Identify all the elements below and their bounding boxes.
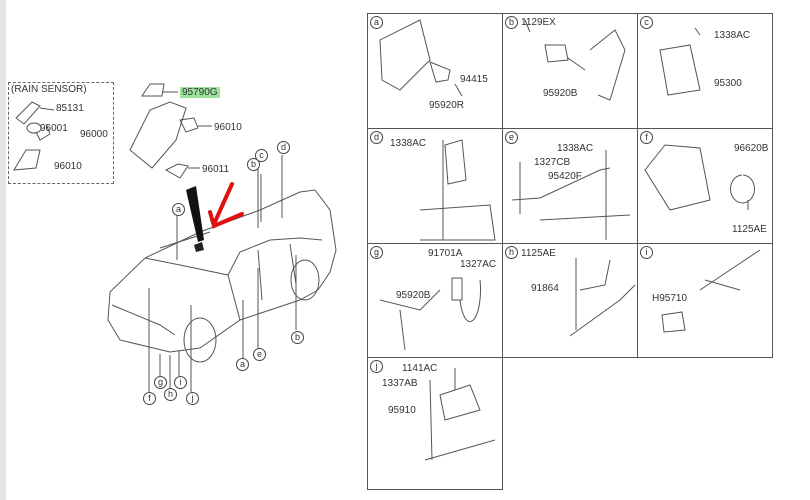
rain-sensor-location — [194, 242, 204, 252]
part-label[interactable]: 1327CB — [534, 157, 571, 168]
part-label[interactable]: 95910 — [388, 405, 416, 416]
part-label[interactable]: 1129EX — [521, 17, 556, 28]
callout-h[interactable]: h — [164, 388, 177, 401]
part-label[interactable]: 1125AE — [732, 224, 767, 235]
cell-letter: f — [640, 131, 653, 144]
cell-letter: h — [505, 246, 518, 259]
detail-cell-i[interactable]: i H95710 — [637, 243, 773, 358]
part-label[interactable]: 1125AE — [521, 248, 556, 259]
part-label[interactable]: 91701A — [428, 248, 463, 259]
rain-sensor-parts — [13, 101, 55, 171]
part-label[interactable]: 1337AB — [382, 378, 418, 389]
callout-b[interactable]: b — [291, 331, 304, 344]
callout-b[interactable]: b — [247, 158, 260, 171]
cell-letter: e — [505, 131, 518, 144]
callout-c[interactable]: c — [255, 149, 268, 162]
black-pillar-marker — [186, 186, 204, 242]
callout-d[interactable]: d — [277, 141, 290, 154]
detail-cell-g[interactable]: g 91701A 1327AC 95920B — [367, 243, 503, 358]
rain-sensor-title: (RAIN SENSOR) — [11, 84, 87, 95]
part-label[interactable]: 96010 — [54, 161, 82, 172]
highlighted-part-label[interactable]: 95790G — [180, 87, 220, 98]
cell-letter: i — [640, 246, 653, 259]
part-label[interactable]: 96011 — [202, 164, 230, 175]
part-label[interactable]: 95920B — [396, 290, 431, 301]
left-scrollbar-strip[interactable] — [0, 0, 6, 500]
part-label[interactable]: 85131 — [56, 103, 84, 114]
callout-f[interactable]: f — [143, 392, 156, 405]
cell-letter: j — [370, 360, 383, 373]
cell-letter: a — [370, 16, 383, 29]
cell-part-sketches — [379, 19, 761, 461]
callout-j[interactable]: j — [186, 392, 199, 405]
detail-cell-f[interactable]: f 96620B 1125AE — [637, 128, 773, 244]
part-label[interactable]: 95420F — [548, 171, 582, 182]
part-label[interactable]: 1338AC — [714, 30, 751, 41]
part-label[interactable]: 91864 — [531, 283, 559, 294]
part-label[interactable]: 96620B — [734, 143, 769, 154]
callout-a[interactable]: a — [236, 358, 249, 371]
detail-cell-c[interactable]: c 1338AC 95300 — [637, 13, 773, 129]
part-label[interactable]: 96001 — [40, 123, 68, 134]
part-label[interactable]: 96010 — [214, 122, 242, 133]
cell-letter: c — [640, 16, 653, 29]
part-label[interactable]: 95920R — [429, 100, 465, 111]
detail-cell-e[interactable]: e 1338AC 1327CB 95420F — [502, 128, 638, 244]
callout-i[interactable]: i — [174, 376, 187, 389]
detail-cell-h[interactable]: h 1125AE 91864 — [502, 243, 638, 358]
detail-cell-j[interactable]: j 1141AC 1337AB 95910 — [367, 357, 503, 490]
cell-letter: b — [505, 16, 518, 29]
part-label[interactable]: H95710 — [652, 293, 688, 304]
part-label[interactable]: 95300 — [714, 78, 742, 89]
rain-sensor-group: (RAIN SENSOR) — [8, 82, 114, 184]
part-label[interactable]: 1338AC — [390, 138, 427, 149]
detail-cell-a[interactable]: a 94415 95920R — [367, 13, 503, 129]
callout-g[interactable]: g — [154, 376, 167, 389]
part-label[interactable]: 1327AC — [460, 259, 497, 270]
part-label[interactable]: 1338AC — [557, 143, 594, 154]
overhead-console-parts — [129, 83, 212, 179]
part-label[interactable]: 94415 — [460, 74, 488, 85]
callout-a[interactable]: a — [172, 203, 185, 216]
part-label[interactable]: 1141AC — [402, 363, 438, 374]
cell-letter: g — [370, 246, 383, 259]
part-label[interactable]: 96000 — [80, 129, 108, 140]
part-label[interactable]: 95920B — [543, 88, 578, 99]
callout-e[interactable]: e — [253, 348, 266, 361]
cell-letter: d — [370, 131, 383, 144]
detail-cell-d[interactable]: d 1338AC — [367, 128, 503, 244]
red-arrow-icon — [208, 182, 244, 229]
car-drawing — [107, 155, 337, 392]
detail-cell-b[interactable]: b 1129EX 95920B — [502, 13, 638, 129]
